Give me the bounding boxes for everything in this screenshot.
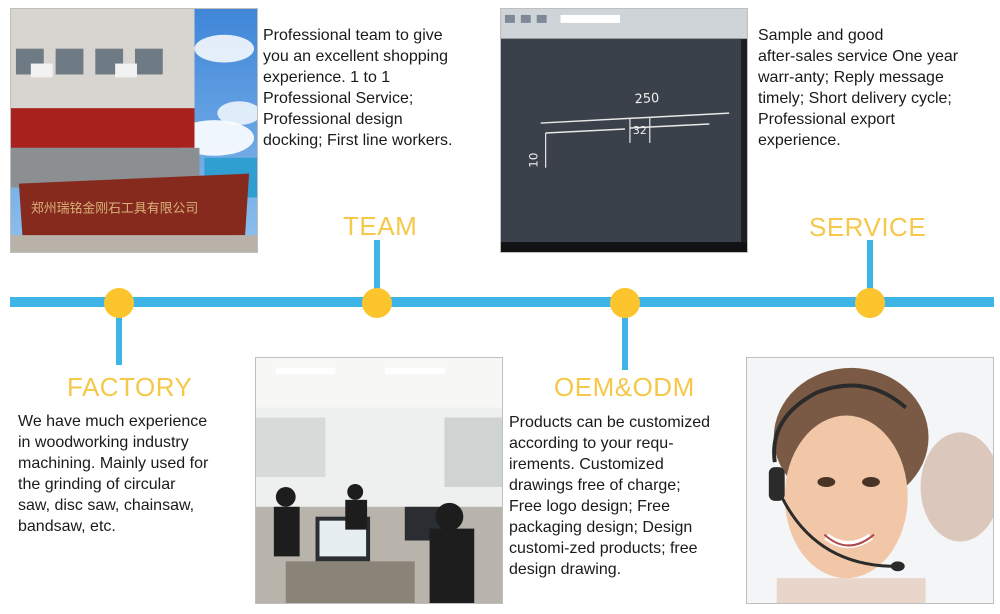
oem-node	[610, 288, 640, 318]
factory-sign-text: 郑州瑞铭金刚石工具有限公司	[31, 200, 198, 216]
team-heading: TEAM	[343, 211, 418, 241]
factory-photo: 郑州瑞铭金刚石工具有限公司	[10, 8, 258, 253]
team-connector	[374, 240, 380, 300]
factory-heading: FACTORY	[67, 372, 193, 402]
team-office-photo	[255, 357, 503, 604]
timeline-line	[10, 297, 994, 307]
cad-dimension-top: 250	[634, 91, 659, 107]
factory-connector	[116, 305, 122, 365]
service-agent-photo	[746, 357, 994, 604]
factory-description: We have much experience in woodworking i…	[18, 413, 209, 535]
cad-dimension-side: 10	[527, 153, 541, 168]
service-connector	[867, 240, 873, 300]
service-heading: SERVICE	[809, 212, 927, 242]
factory-node	[104, 288, 134, 318]
service-description: Sample and good after-sales service One …	[758, 27, 959, 149]
team-node	[362, 288, 392, 318]
cad-dimension-mid: 32	[633, 124, 647, 137]
team-description: Professional team to give you an excelle…	[263, 27, 453, 149]
oem-connector	[622, 305, 628, 370]
service-node	[855, 288, 885, 318]
oem-description: Products can be customized according to …	[509, 414, 710, 578]
oem-heading: OEM&ODM	[554, 372, 695, 402]
oem-cad-photo: 250 32 10	[500, 8, 748, 253]
